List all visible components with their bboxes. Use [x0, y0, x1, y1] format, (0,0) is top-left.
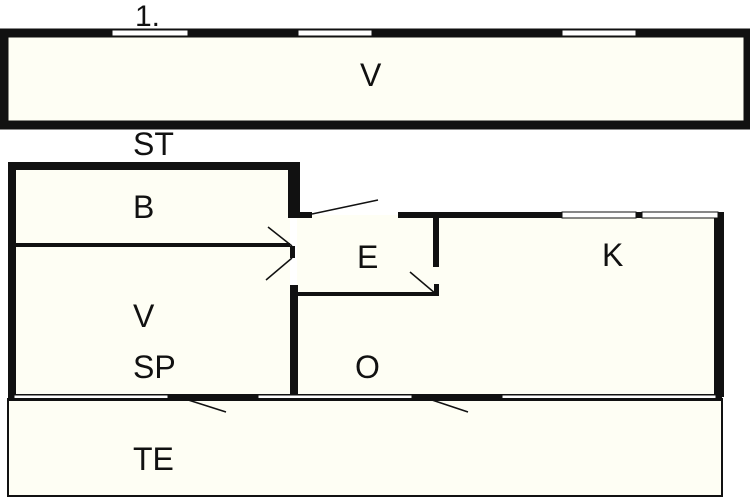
window [561, 211, 637, 219]
wall [14, 243, 290, 247]
room-label-upper-v: V [360, 57, 382, 93]
door-swing [409, 271, 437, 295]
upper-building [0, 28, 750, 130]
door-swing [181, 397, 227, 413]
upper-v-room [0, 28, 750, 130]
door-swing [265, 257, 293, 281]
wall [298, 292, 438, 296]
window [111, 29, 189, 37]
lower-building [7, 162, 724, 497]
room-label-b: B [133, 189, 154, 225]
room-te-floor [8, 399, 722, 496]
room-label-te: TE [133, 441, 174, 477]
wall [714, 212, 724, 397]
wall [290, 285, 298, 397]
room-label-lower-v: V [133, 298, 155, 334]
room-label-sp: SP [133, 349, 176, 385]
wall [290, 246, 295, 258]
wall [8, 162, 16, 400]
room-label-st: ST [133, 126, 174, 162]
window [641, 211, 719, 219]
wall [288, 162, 300, 218]
wall [434, 284, 439, 296]
room-v-sp-floor [14, 245, 290, 395]
door-swing [267, 226, 293, 247]
window [297, 29, 373, 37]
floor-number-label: 1. [135, 0, 160, 33]
room-k-o-floor [297, 215, 722, 395]
door-swing [425, 397, 469, 413]
wall [433, 215, 439, 267]
wall [8, 162, 300, 170]
room-b-floor [14, 167, 290, 245]
terrace-outline [7, 398, 723, 497]
room-label-e: E [357, 239, 378, 275]
wall [300, 212, 312, 218]
room-label-k: K [602, 237, 623, 273]
room-label-o: O [355, 349, 380, 385]
wall [398, 212, 722, 218]
door-swing [311, 199, 379, 215]
window [561, 29, 637, 37]
